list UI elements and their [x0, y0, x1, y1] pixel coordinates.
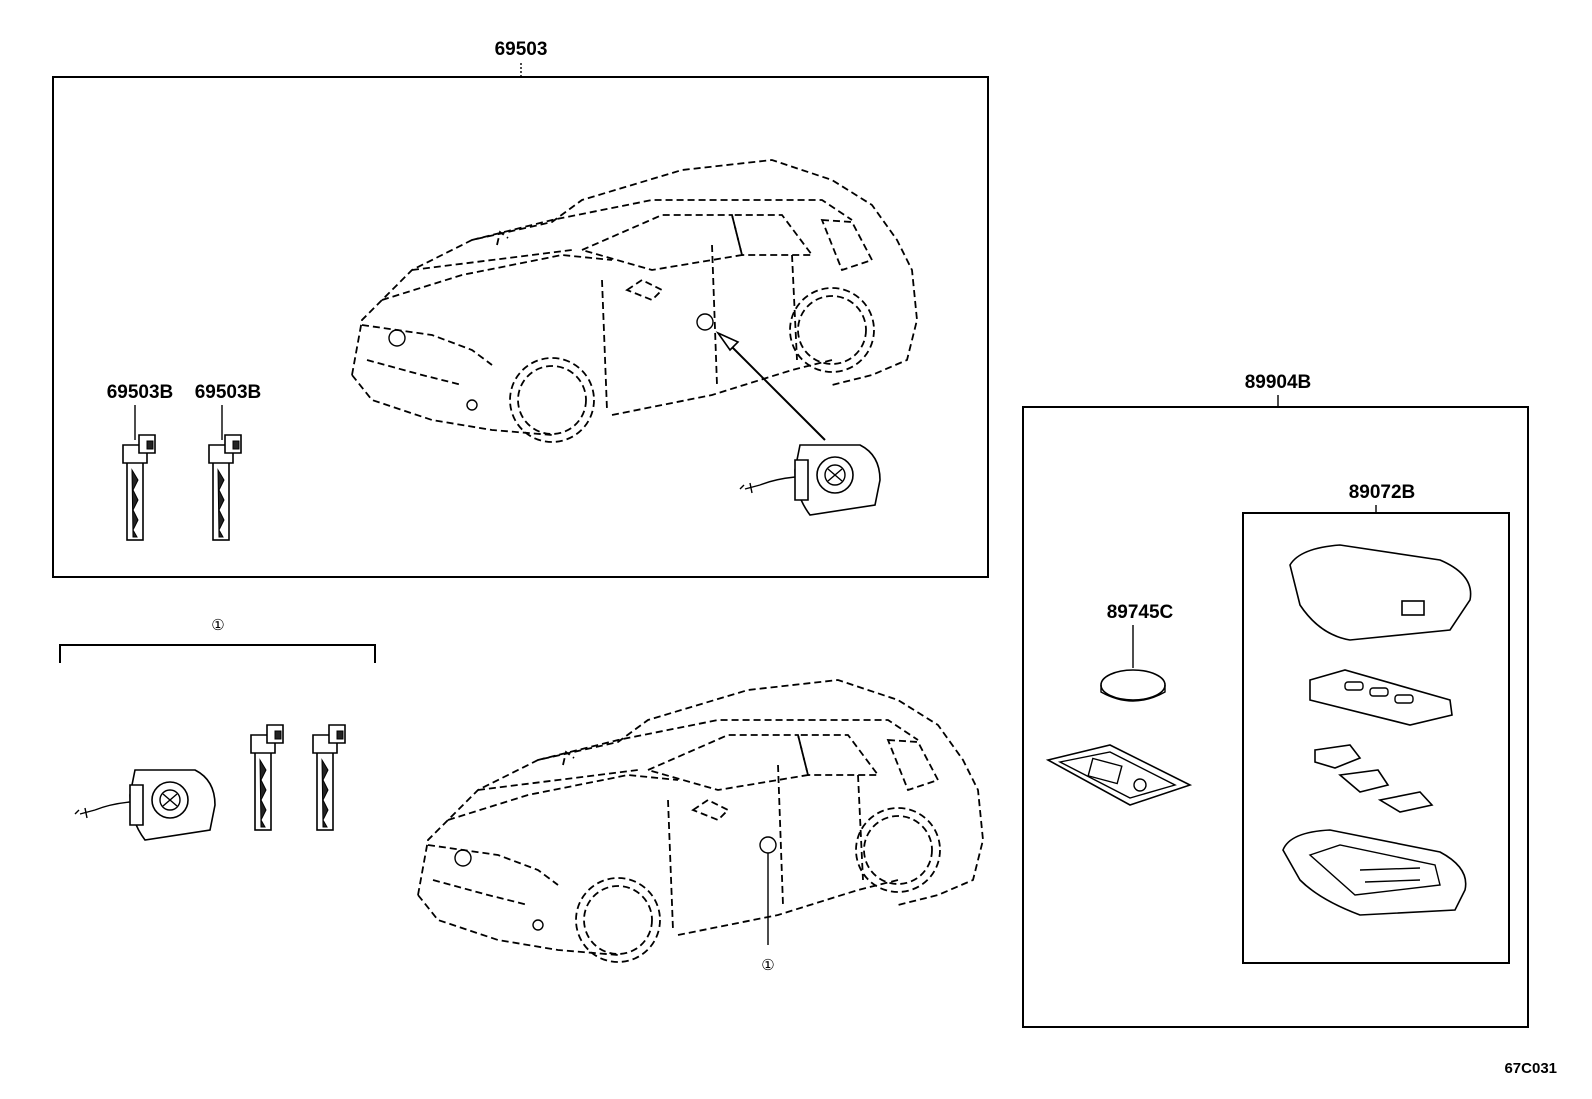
- door-lock-cylinder-bottom: [74, 769, 216, 841]
- vehicle-illustration-bottom: [417, 679, 984, 963]
- mechanical-key-bottom-left: [250, 724, 284, 831]
- label-69503B-right: 69503B: [195, 382, 262, 403]
- mechanical-key-left: [122, 434, 156, 541]
- mechanical-key-bottom-right: [312, 724, 346, 831]
- figure-code: 67C031: [1504, 1060, 1557, 1077]
- key-case-bottom-shell: [1282, 829, 1467, 916]
- circled-ref-label-vehicle: ①: [761, 957, 774, 974]
- reference-bracket: [59, 644, 376, 663]
- label-69503: 69503: [495, 39, 548, 60]
- battery-cell: [1100, 669, 1166, 702]
- arrow-to-keyhole: [724, 339, 826, 441]
- label-89904B: 89904B: [1245, 372, 1312, 393]
- lock-cylinder-set-group: 69503 69503B 69503B: [52, 39, 989, 578]
- transmitter-board: [1045, 744, 1193, 806]
- key-case-top-cover: [1289, 544, 1472, 641]
- door-keyhole-marker: [696, 313, 714, 331]
- label-69503B-left: 69503B: [107, 382, 174, 403]
- vehicle-illustration-top: [351, 159, 918, 443]
- label-89072B: 89072B: [1349, 482, 1416, 503]
- lock-cylinder-set-frame: [52, 76, 989, 578]
- smart-key-set-frame: [1022, 406, 1529, 1028]
- key-case-frame: [1242, 512, 1510, 964]
- smart-key-set-group: 89904B 89745C 89072B: [1022, 372, 1529, 1028]
- door-keyhole-marker-bottom: [759, 836, 777, 854]
- key-case-inner-frame: [1309, 669, 1453, 726]
- key-case-buttons: [1314, 744, 1434, 813]
- door-lock-cylinder-top: [739, 444, 881, 516]
- mechanical-key-right: [208, 434, 242, 541]
- reference-set-group: ①: [59, 617, 376, 841]
- circled-ref-label-top: ①: [211, 617, 224, 634]
- label-89745C: 89745C: [1107, 602, 1174, 623]
